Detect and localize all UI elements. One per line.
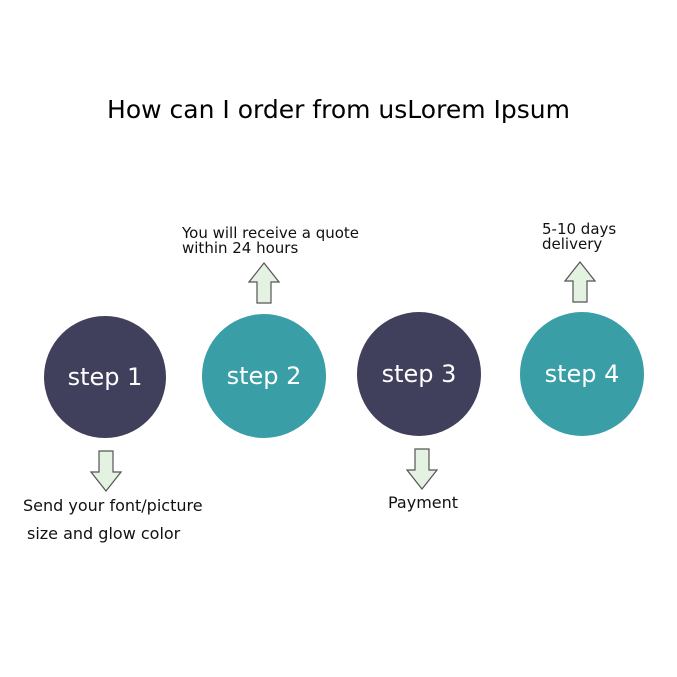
note-line: delivery [542,235,603,253]
step-1-circle: step 1 [44,316,166,438]
down-arrow-icon [406,448,438,490]
note-line: within 24 hours [182,239,299,257]
step-2-label: step 2 [226,362,302,390]
up-arrow-icon [564,261,596,303]
page-title: How can I order from usLorem Ipsum [107,95,570,124]
step-4-circle: step 4 [520,312,644,436]
down-arrow-icon [90,450,122,492]
note-line: Send your font/picture [23,496,203,515]
note-line: You will receive a quote [182,224,360,242]
step-4-label: step 4 [544,360,620,388]
note-line: 5-10 days [542,220,617,238]
note-line: size and glow color [27,524,181,543]
step-3-label: step 3 [381,360,457,388]
step-3-note: Payment [388,494,458,512]
step-2-note: You will receive a quote within 24 hours [182,226,359,256]
step-2-circle: step 2 [202,314,326,438]
step-4-note: 5-10 days delivery [542,222,616,252]
step-1-label: step 1 [67,363,143,391]
up-arrow-icon [248,262,280,304]
step-1-note: Send your font/picture size and glow col… [23,492,203,548]
note-line: Payment [388,493,459,512]
step-3-circle: step 3 [357,312,481,436]
